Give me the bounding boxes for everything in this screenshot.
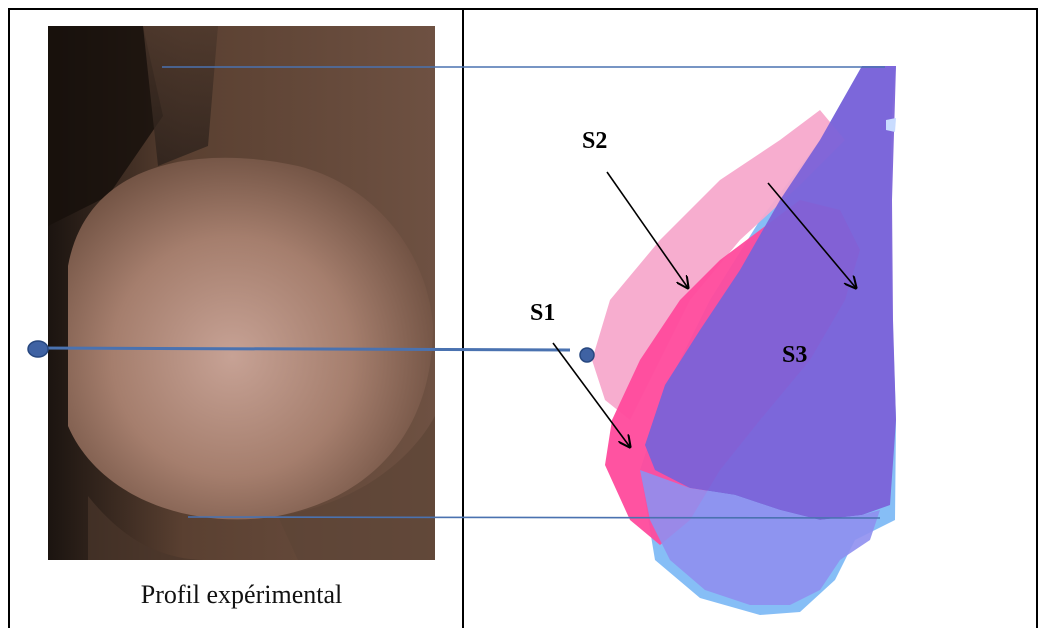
middle-reference-line xyxy=(38,348,570,350)
right-marker xyxy=(580,348,594,362)
bottom-reference-line xyxy=(188,517,880,518)
s3-label: S3 xyxy=(782,342,807,368)
s1-label: S1 xyxy=(530,300,555,326)
left-marker xyxy=(28,341,48,357)
top-notch xyxy=(886,118,896,132)
s2-label: S2 xyxy=(582,128,607,154)
